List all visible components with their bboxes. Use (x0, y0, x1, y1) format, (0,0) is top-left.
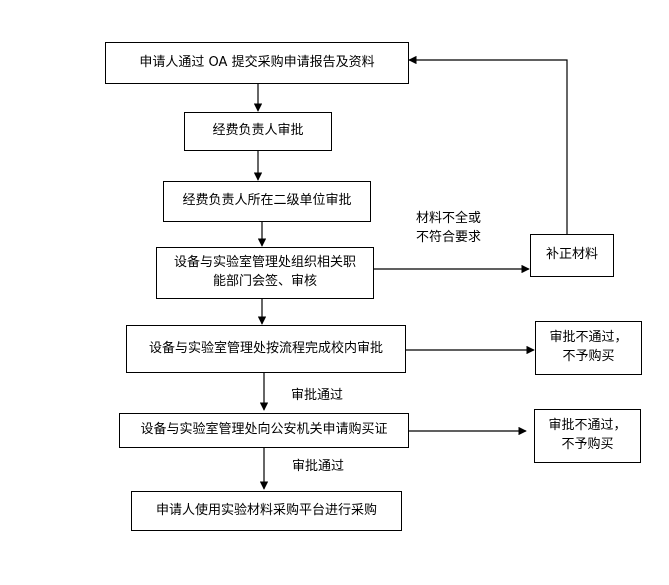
step5-text: 设备与实验室管理处按流程完成校内审批 (148, 340, 383, 356)
step1-text: 申请人通过 OA 提交采购申请报告及资料 (139, 54, 375, 70)
reject1-text-line1: 审批不通过， (549, 330, 628, 346)
step3-text: 经费负责人所在二级单位审批 (182, 193, 352, 209)
approved-label-1: 审批通过 (291, 387, 343, 406)
reject2-text-line1: 审批不通过， (548, 418, 627, 434)
step4-text-line2: 能部门会签、审核 (212, 274, 317, 289)
step2-text: 经费负责人审批 (212, 123, 304, 139)
incomplete-label-line1: 材料不全或 (416, 211, 482, 226)
step6-police-purchase-permit: 设备与实验室管理处向公安机关申请购买证 (119, 413, 409, 448)
arrow-supplement-back-to-step1 (408, 55, 568, 234)
reject2-text-line2: 不予购买 (561, 437, 614, 452)
step4-text-line1: 设备与实验室管理处组织相关职 (173, 255, 356, 271)
step1-submit-application: 申请人通过 OA 提交采购申请报告及资料 (105, 42, 409, 84)
approved2-text: 审批通过 (292, 459, 345, 474)
step7-text: 申请人使用实验材料采购平台进行采购 (155, 502, 377, 518)
incomplete-label-line2: 不符合要求 (416, 229, 482, 245)
step5-internal-approval: 设备与实验室管理处按流程完成校内审批 (126, 325, 406, 373)
step2-fund-manager-approval: 经费负责人审批 (184, 112, 332, 151)
reject-box-1: 审批不通过， 不予购买 (535, 321, 642, 375)
step4-cosign-review: 设备与实验室管理处组织相关职 能部门会签、审核 (156, 247, 374, 299)
step3-unit-approval: 经费负责人所在二级单位审批 (163, 181, 371, 222)
approved1-text: 审批通过 (291, 388, 344, 403)
reject1-text-line2: 不予购买 (562, 349, 615, 364)
approved-label-2: 审批通过 (292, 458, 344, 477)
step6-text: 设备与实验室管理处向公安机关申请购买证 (140, 422, 388, 438)
reject-box-2: 审批不通过， 不予购买 (534, 409, 641, 463)
supplement-materials-box: 补正材料 (530, 234, 614, 277)
supplement-text: 补正材料 (545, 247, 598, 263)
incomplete-materials-label: 材料不全或 不符合要求 (416, 210, 481, 248)
step7-platform-purchase: 申请人使用实验材料采购平台进行采购 (131, 491, 402, 531)
